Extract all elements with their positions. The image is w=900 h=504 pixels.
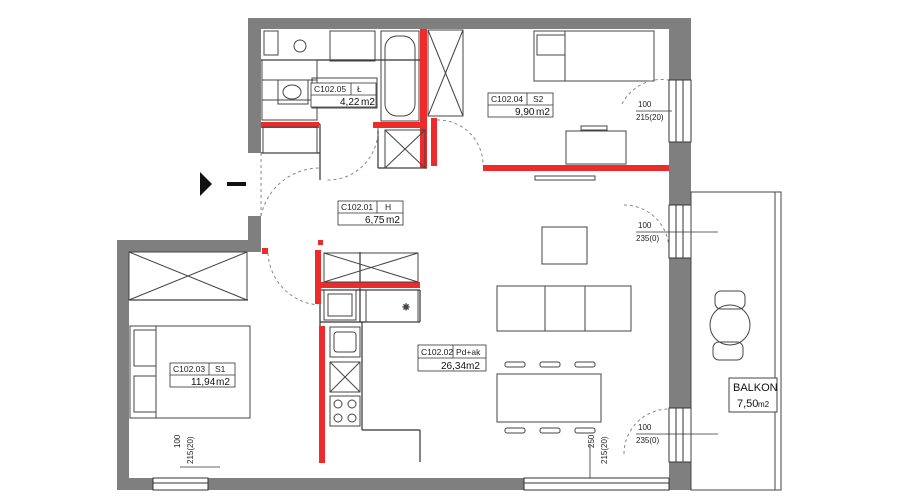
- bedroom1-furniture: [128, 251, 251, 419]
- room-area-hall: 6,75: [365, 215, 385, 226]
- dim-width-living-door2: 100: [638, 423, 652, 432]
- exterior-walls: [117, 18, 691, 490]
- hall-fixtures: [260, 119, 484, 306]
- room-type-hall: H: [385, 202, 391, 212]
- balcony: [690, 191, 782, 491]
- room-area-living: 26,34: [441, 361, 466, 372]
- svg-text:✳: ✳: [402, 302, 410, 312]
- room-code-hall: C102.01: [341, 202, 373, 212]
- dimension-labels: 100 215(20) 100 235(0) 100 235(0) 100 21…: [173, 100, 664, 464]
- dim-width-living-door: 100: [638, 221, 652, 230]
- bathroom-fixtures: [261, 29, 464, 169]
- room-code-living: C102.02: [421, 347, 453, 357]
- bathtub-icon: [380, 30, 420, 122]
- dim-width-bedroom2-window: 100: [638, 100, 652, 109]
- balcony-label: BALKON 7,50 m2: [733, 382, 778, 410]
- room-code-bathroom: C102.05: [314, 84, 346, 94]
- room-code-bedroom-2: C102.04: [491, 94, 523, 104]
- windows: [152, 79, 692, 491]
- entrance-arrow-icon: [200, 172, 212, 196]
- room-unit-bedroom-1: m2: [216, 377, 230, 388]
- balcony-name: BALKON: [733, 382, 778, 394]
- room-labels: C102.05 Ł 4,22 m2 C102.04 S2 9,90 m2 C10…: [173, 84, 550, 388]
- room-unit-bedroom-2: m2: [536, 107, 550, 118]
- balcony-area: 7,50: [737, 398, 758, 410]
- dimension-lines: [180, 110, 718, 478]
- dim-width-living-window: 250: [587, 434, 596, 448]
- balcony-table-icon: [709, 304, 751, 346]
- dining-table-icon: [496, 373, 602, 423]
- bedroom2-furniture: [533, 30, 655, 181]
- coffee-table-icon: [541, 226, 588, 265]
- desk-icon: [565, 130, 627, 165]
- dim-height-bedroom1-window: 215(20): [186, 436, 195, 464]
- sink-icon: [329, 326, 361, 358]
- room-area-bedroom-1: 11,94: [191, 377, 216, 388]
- stove-icon: [329, 395, 361, 427]
- dim-height-bedroom2-window: 215(20): [636, 113, 664, 122]
- room-code-bedroom-1: C102.03: [173, 364, 205, 374]
- dim-height-living-door: 235(0): [636, 234, 659, 243]
- bed-icon: [533, 30, 655, 82]
- room-type-living: Pd+ak: [456, 347, 481, 357]
- bed-icon: [129, 325, 251, 419]
- room-unit-bathroom: m2: [361, 97, 375, 108]
- room-area-bedroom-2: 9,90: [515, 107, 535, 118]
- room-unit-hall: m2: [386, 215, 400, 226]
- dim-height-living-window: 215(20): [600, 436, 609, 464]
- room-area-bathroom: 4,22: [340, 97, 360, 108]
- room-unit-living: m2: [466, 361, 480, 372]
- room-type-bedroom-2: S2: [533, 94, 544, 104]
- room-label-boxes: [169, 82, 554, 388]
- living-furniture: ✳: [323, 79, 670, 455]
- red-accent-walls: [261, 29, 669, 463]
- room-type-bathroom: Ł: [357, 84, 362, 94]
- balcony-unit: m2: [758, 400, 770, 409]
- washbasin-icon: [293, 39, 307, 53]
- entrance-marker: [200, 172, 246, 196]
- dim-height-living-door2: 235(0): [636, 436, 659, 445]
- sofa-icon: [496, 285, 632, 332]
- dim-width-bedroom1-window: 100: [173, 434, 182, 448]
- room-type-bedroom-1: S1: [215, 364, 226, 374]
